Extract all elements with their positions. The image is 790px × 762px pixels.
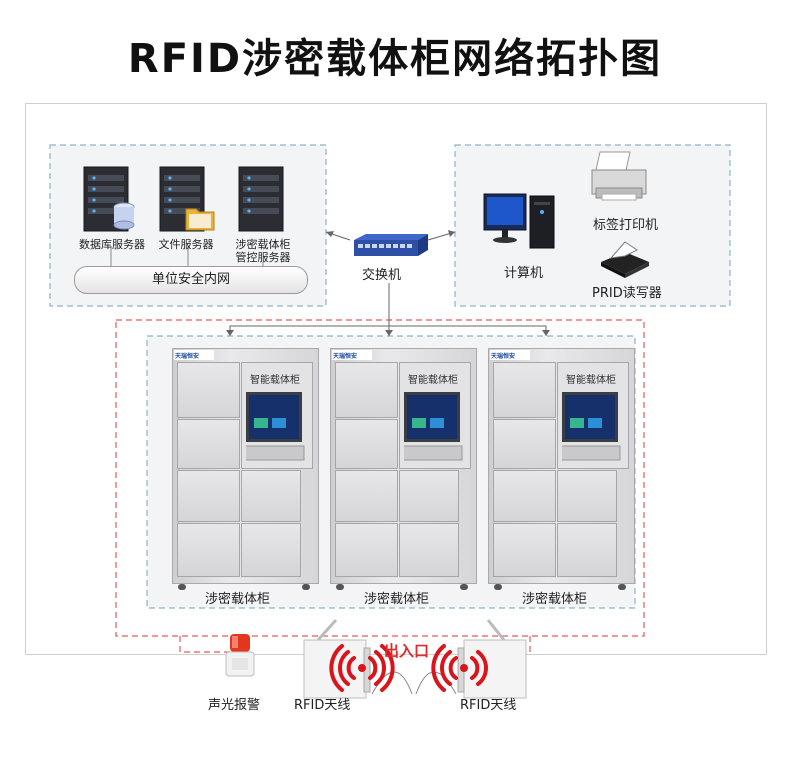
database-server-label: 数据库服务器	[79, 238, 145, 251]
switch-icon	[354, 234, 428, 256]
alarm-light-icon	[225, 634, 255, 677]
cabinet-door	[493, 523, 556, 577]
page-title: RFID涉密载体柜网络拓扑图	[127, 36, 663, 82]
cabinet-control-server-label: 涉密载体柜 管控服务器	[230, 238, 296, 264]
cabinet-door	[177, 523, 240, 577]
prid-reader-label: PRID读写器	[592, 286, 662, 301]
rfid-gate	[303, 618, 527, 699]
cabinet-door	[399, 523, 459, 577]
cabinet-2-label: 涉密载体柜	[364, 592, 430, 607]
intranet-pipe: 单位安全内网	[74, 266, 308, 294]
brand-badge	[174, 350, 214, 360]
cabinet-brand: 天瑞恒安	[491, 353, 516, 360]
prid-reader-icon	[601, 241, 649, 278]
touchscreen-icon	[562, 392, 621, 461]
file-server-label: 文件服务器	[158, 238, 214, 251]
cabinet-door	[493, 362, 556, 418]
cabinet-1: 智能载体柜 天瑞恒安	[172, 348, 319, 590]
cabinet-3-label: 涉密载体柜	[522, 592, 588, 607]
cabinet-door	[177, 419, 240, 469]
cabinet-door	[493, 419, 556, 469]
cabinet-brand: 天瑞恒安	[175, 353, 200, 360]
server-label-line2: 管控服务器	[235, 251, 291, 264]
cabinet-panel-title: 智能载体柜	[566, 375, 616, 386]
file-server-icon	[159, 166, 215, 232]
computer-label: 计算机	[504, 266, 544, 281]
cabinet-door	[557, 470, 617, 522]
cabinet-door	[399, 470, 459, 522]
computer-icon	[483, 193, 555, 249]
cabinet-door	[177, 470, 240, 522]
label-printer-icon	[591, 151, 647, 201]
cabinet-door	[241, 470, 301, 522]
exit-label: 出入口	[384, 642, 430, 660]
diagram-frame	[25, 103, 767, 655]
cabinet-wheel	[494, 584, 502, 590]
cabinet-door	[335, 523, 398, 577]
cabinet-door	[493, 470, 556, 522]
cabinet-wheel	[618, 584, 626, 590]
label-printer-label: 标签打印机	[593, 218, 659, 233]
cabinet-panel-title: 智能载体柜	[408, 375, 458, 386]
alarm-link	[179, 636, 232, 653]
alarm-label: 声光报警	[208, 698, 261, 713]
cabinet-door	[335, 419, 398, 469]
touchscreen-icon	[404, 392, 463, 461]
rfid-antenna-right-label: RFID天线	[460, 698, 517, 713]
cabinet-door	[557, 523, 617, 577]
cabinet-panel-title: 智能载体柜	[250, 375, 300, 386]
database-server-icon	[83, 166, 135, 232]
cabinet-3: 智能载体柜 天瑞恒安	[488, 348, 635, 590]
brand-badge	[490, 350, 530, 360]
cabinet-2: 智能载体柜 天瑞恒安	[330, 348, 477, 590]
cabinet-1-label: 涉密载体柜	[205, 592, 271, 607]
cabinet-brand: 天瑞恒安	[333, 353, 358, 360]
secure-zone	[115, 319, 645, 637]
cabinet-wheel	[302, 584, 310, 590]
cabinet-door	[177, 362, 240, 418]
rfid-antenna-left-label: RFID天线	[294, 698, 351, 713]
cabinet-door	[241, 523, 301, 577]
cabinet-wheel	[178, 584, 186, 590]
cabinet-wheel	[336, 584, 344, 590]
switch-label: 交换机	[362, 268, 402, 283]
cabinet-control-server-icon	[238, 166, 284, 232]
cabinet-wheel	[460, 584, 468, 590]
brand-badge	[332, 350, 372, 360]
touchscreen-icon	[246, 392, 305, 461]
server-label-line1: 涉密载体柜	[235, 238, 291, 251]
cabinet-door	[335, 470, 398, 522]
cabinet-door	[335, 362, 398, 418]
